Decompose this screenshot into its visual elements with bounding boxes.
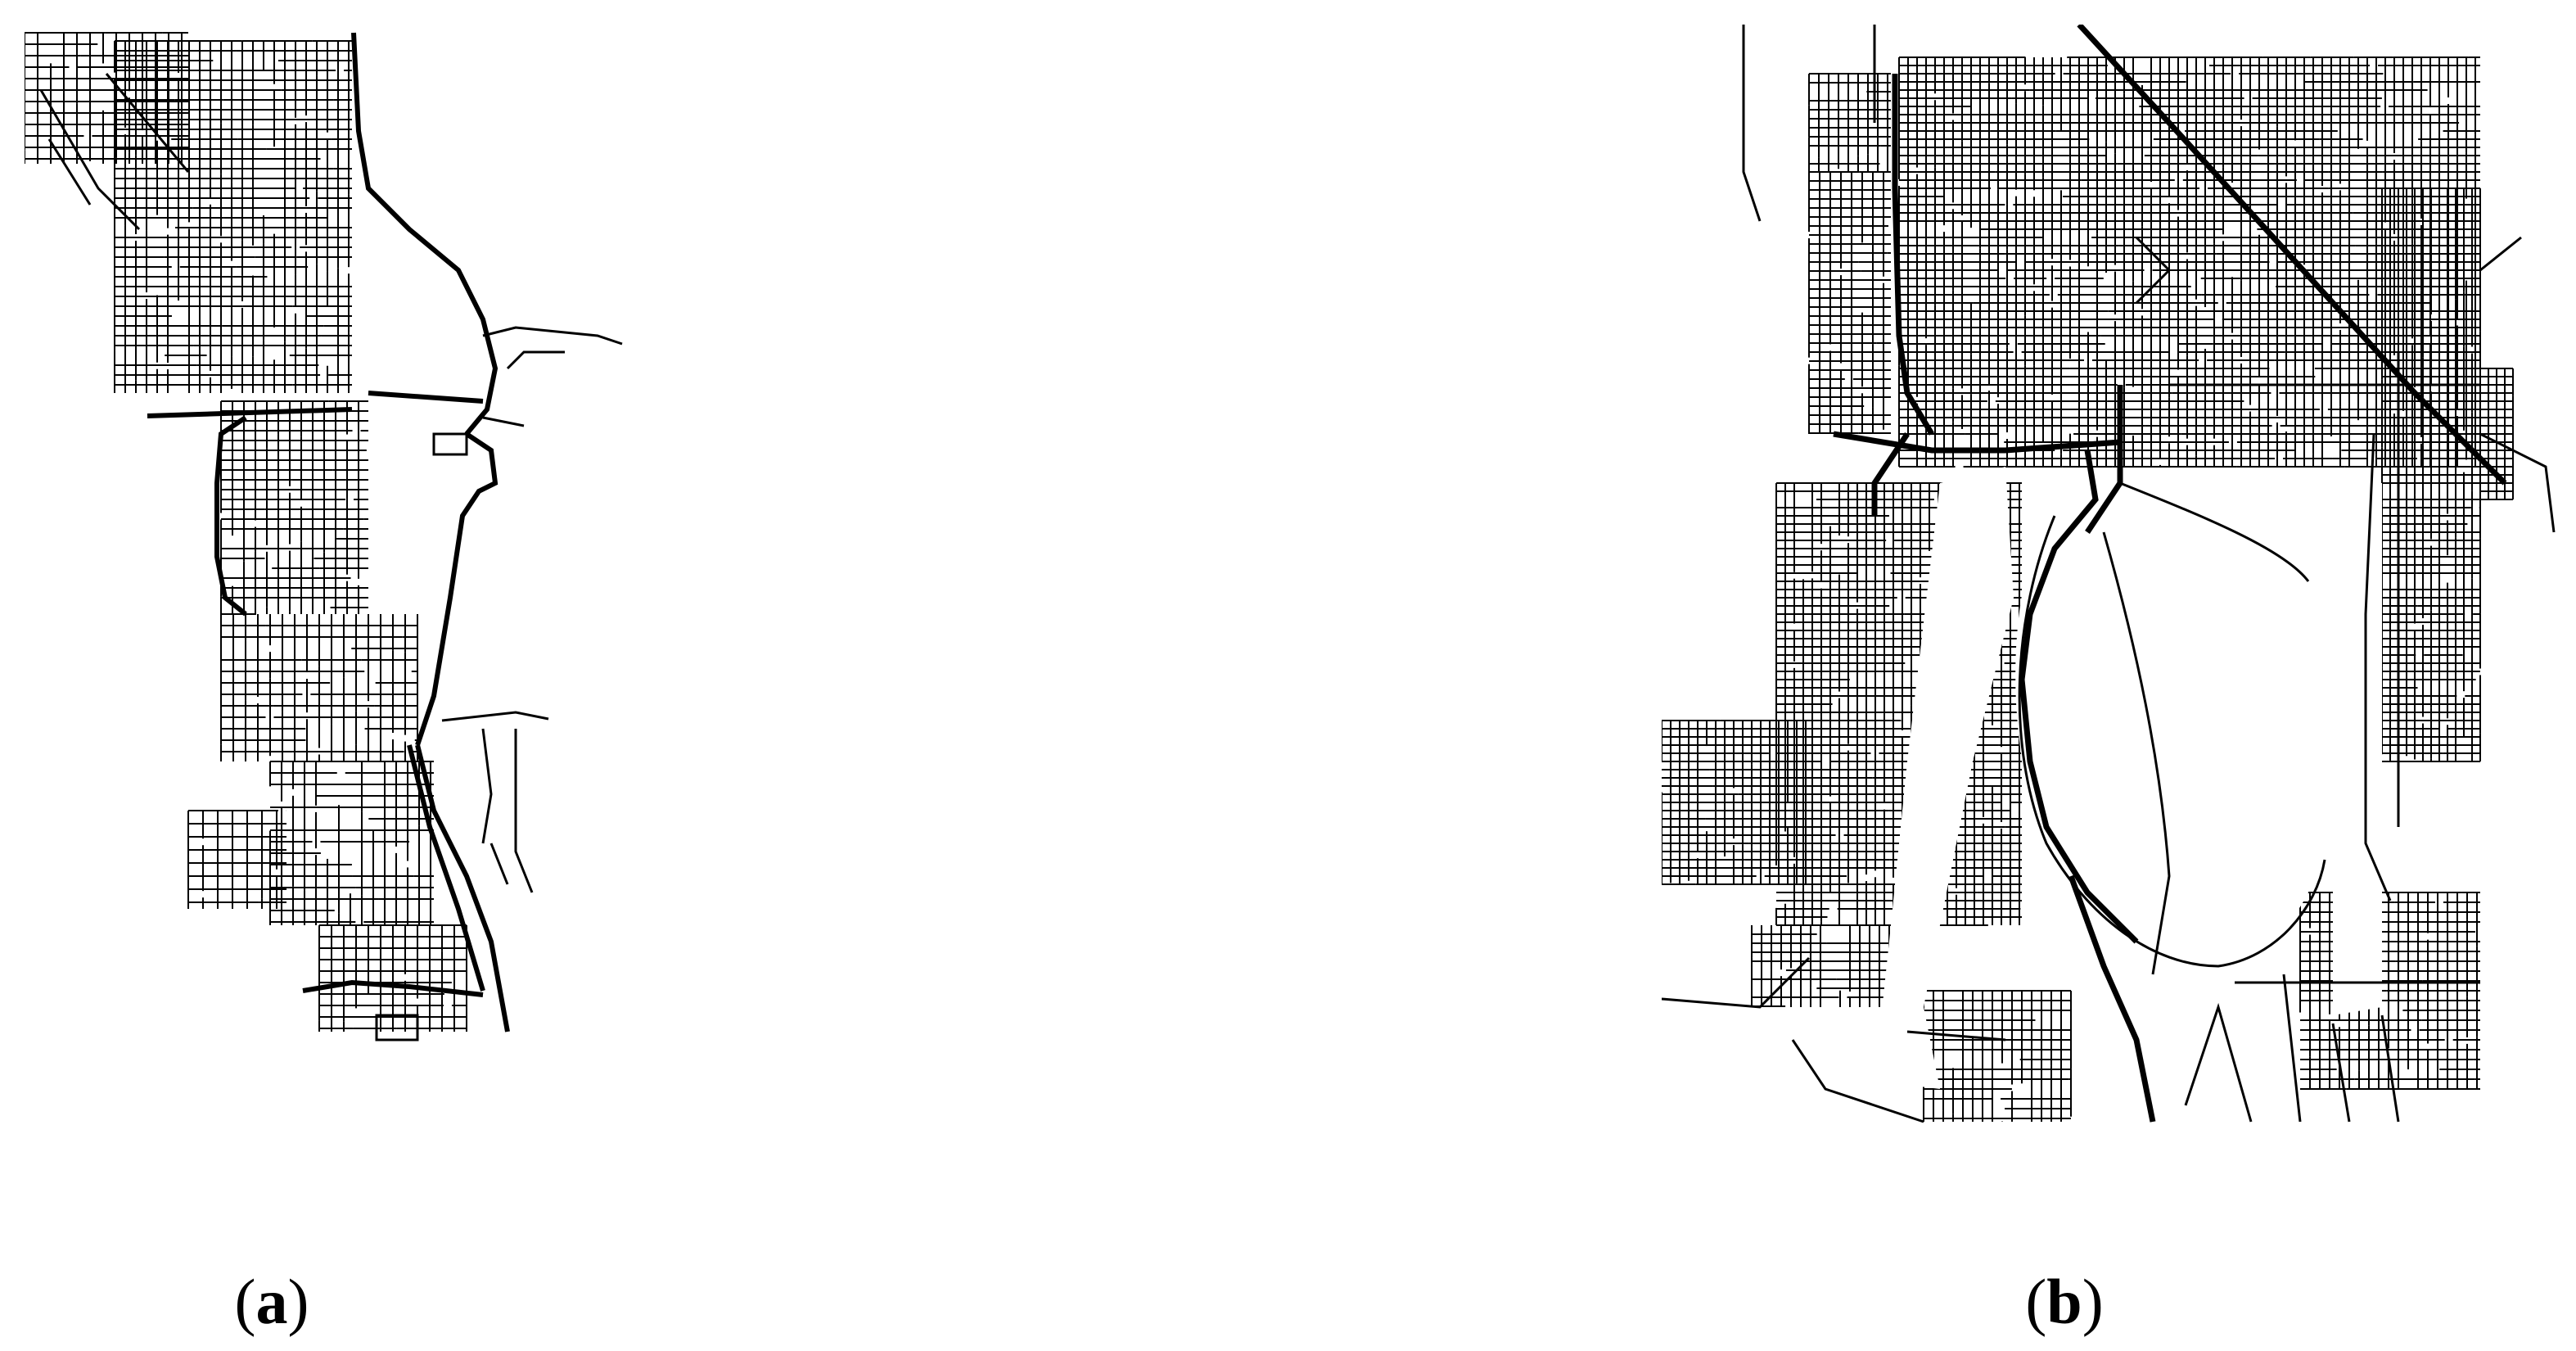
road-network-svg-a (25, 32, 623, 1041)
road-network-svg-b (1662, 25, 2556, 1123)
caption-label: b (2046, 1266, 2082, 1337)
major-roads-a (147, 32, 510, 1032)
outer-roads-a (39, 73, 623, 1041)
caption-open-paren: ( (234, 1266, 256, 1337)
caption-close-paren: ) (2082, 1266, 2104, 1337)
road-grid-a (25, 32, 467, 1032)
panel-a-caption: (a) (235, 1265, 309, 1339)
open-area-b (1874, 467, 2382, 1089)
caption-label: a (255, 1266, 288, 1337)
panel-b-caption: (b) (2025, 1265, 2103, 1339)
road-network-map-a (25, 25, 630, 1048)
secondary-roads-b (1662, 25, 2556, 1123)
road-network-map-b (1662, 25, 2562, 1154)
caption-open-paren: ( (2025, 1266, 2047, 1337)
caption-close-paren: ) (287, 1266, 309, 1337)
